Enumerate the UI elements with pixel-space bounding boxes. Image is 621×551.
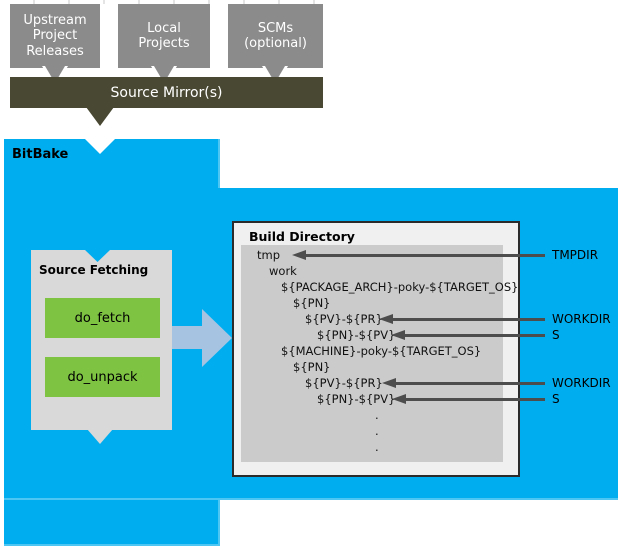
source-box: Upstream Project Releases <box>10 4 100 88</box>
source-mirror-bar: Source Mirror(s) <box>10 77 323 108</box>
tree-row: ${PN} <box>293 296 331 310</box>
source-mirror-tail <box>86 107 114 126</box>
grid-ticks-artifact <box>0 0 334 4</box>
directory-tree-panel: tmp work ${PACKAGE_ARCH}-poky-${TARGET_OS}… <box>241 245 518 462</box>
tree-row: ${PN} <box>293 360 331 374</box>
source-box-label: SCMs (optional) <box>244 20 307 51</box>
tree-row: ${PN}-${PV} <box>317 328 396 342</box>
source-box: SCMs (optional) <box>228 4 323 88</box>
tree-row: . <box>375 424 379 438</box>
bitbake-label: BitBake <box>12 147 69 162</box>
tree-row: tmp <box>257 248 281 262</box>
build-directory-title: Build Directory <box>249 229 355 244</box>
source-fetching-box: Source Fetching do_fetch do_unpack <box>31 250 172 430</box>
task-label: do_fetch <box>74 310 131 326</box>
tree-row: ${PV}-${PR} <box>305 312 383 326</box>
tree-row: ${PACKAGE_ARCH}-poky-${TARGET_OS} <box>281 280 519 294</box>
source-box: Local Projects <box>118 4 210 88</box>
task-label: do_unpack <box>67 369 138 385</box>
task-box: do_fetch <box>45 298 160 338</box>
directory-tree: tmp work ${PACKAGE_ARCH}-poky-${TARGET_OS}… <box>257 247 518 455</box>
tree-row: . <box>375 408 379 422</box>
tree-row: ${PV}-${PR} <box>305 376 383 390</box>
task-box: do_unpack <box>45 357 160 397</box>
source-fetching-title: Source Fetching <box>39 263 149 277</box>
source-mirror-label: Source Mirror(s) <box>110 84 223 101</box>
tree-row: work <box>269 264 297 278</box>
source-box-label: Upstream Project Releases <box>23 13 87 59</box>
tree-row: . <box>375 440 379 454</box>
flow-arrow-shaft <box>172 326 203 349</box>
build-directory-panel: Build Directory tmp work ${PACKAGE_ARCH}-p… <box>232 221 520 477</box>
source-box-label: Local Projects <box>138 20 190 51</box>
tree-row: ${PN}-${PV} <box>317 392 396 406</box>
tree-row: ${MACHINE}-poky-${TARGET_OS} <box>281 344 482 358</box>
